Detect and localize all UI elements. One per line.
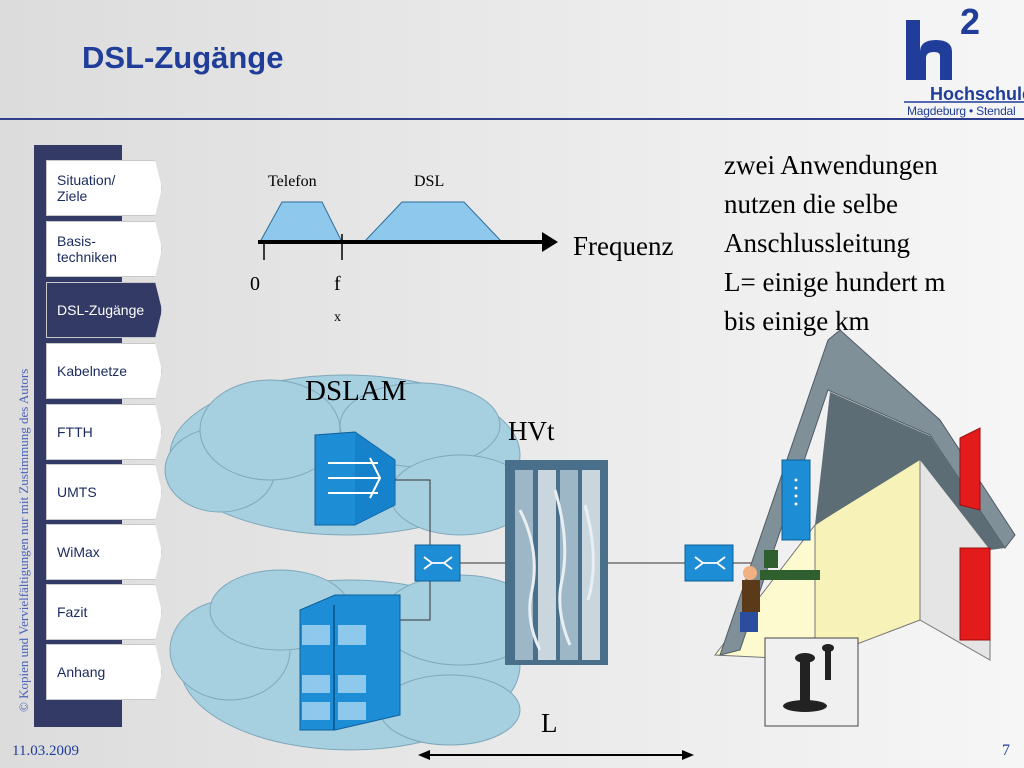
- page-number: 7: [1002, 742, 1010, 759]
- house: [714, 329, 1016, 661]
- sidebar-item-label: Kabelnetze: [57, 362, 128, 379]
- sidebar-item-anhang[interactable]: Anhang: [46, 644, 162, 700]
- copyright-notice: © Kopien und Vervielfältigungen nur mit …: [16, 368, 31, 712]
- dslam-label: DSLAM: [305, 375, 407, 407]
- axis-label-frequenz: Frequenz: [573, 231, 673, 261]
- sidebar-item-label: Anhang: [57, 663, 106, 680]
- tick-label-f: f: [334, 273, 341, 295]
- sidebar-item-label: WiMax: [57, 543, 100, 560]
- customer-switch-icon: [684, 544, 734, 582]
- info-line: bis einige km: [724, 306, 870, 336]
- server-uplink: [395, 563, 431, 621]
- band-label-dsl: DSL: [414, 173, 444, 190]
- frequency-diagram: Telefon DSL Frequenz 0 f x: [250, 173, 673, 325]
- dsl-band: [362, 201, 504, 243]
- switch-icon: [414, 544, 461, 582]
- tick-label-f-subscript: x: [334, 310, 341, 325]
- telefon-band: [259, 201, 343, 243]
- logo-superscript: 2: [960, 1, 980, 42]
- sidebar-item-label: DSL-Zugänge: [57, 301, 145, 318]
- sidebar-item-kabelnetze[interactable]: Kabelnetze: [46, 343, 162, 399]
- info-line: Anschlussleitung: [724, 228, 910, 258]
- logo-h-stem: [906, 20, 920, 80]
- sidebar-item-umts[interactable]: UMTS: [46, 464, 162, 520]
- dslam-uplink: [395, 479, 431, 563]
- axis-arrowhead: [542, 232, 558, 252]
- info-text: zwei Anwendungen nutzen die selbe Anschl…: [724, 146, 1024, 341]
- server-rack: [299, 594, 401, 731]
- h2-logo: 2: [904, 1, 1024, 103]
- line-length-arrow: [418, 750, 694, 760]
- info-line: nutzen die selbe: [724, 189, 898, 219]
- page-title: DSL-Zugänge: [82, 40, 284, 75]
- sidebar-item-basistechniken[interactable]: Basis-techniken: [46, 221, 162, 277]
- logo-label-hochschule: Hochschule: [930, 84, 1024, 104]
- sidebar-item-label: UMTS: [57, 483, 97, 500]
- sidebar-item-situation-ziele[interactable]: Situation/ Ziele: [46, 160, 162, 216]
- sidebar-item-fazit[interactable]: Fazit: [46, 584, 162, 640]
- hvt-label: HVt: [508, 416, 555, 446]
- info-line: zwei Anwendungen: [724, 150, 938, 180]
- logo-label-city: Magdeburg • Stendal: [907, 104, 1016, 118]
- sidebar-item-label: Situation/ Ziele: [57, 171, 116, 204]
- sidebar-item-label: Basis-techniken: [57, 232, 117, 265]
- hvt-distribution-frame: [505, 460, 608, 665]
- sidebar-item-wimax[interactable]: WiMax: [46, 524, 162, 580]
- title-divider: [0, 118, 1024, 120]
- logo-h-arch: [920, 40, 952, 80]
- dslam-device: [314, 431, 396, 526]
- network-illustration: DSLAM HVt L: [164, 329, 1016, 760]
- tick-label-zero: 0: [250, 273, 260, 295]
- sidebar-item-label: Fazit: [57, 603, 88, 620]
- band-label-telefon: Telefon: [268, 173, 317, 190]
- telephone-photo: [764, 637, 859, 727]
- line-length-label: L: [541, 708, 558, 738]
- sidebar-item-label: FTTH: [57, 423, 93, 440]
- info-line: L= einige hundert m: [724, 267, 946, 297]
- footer-date: 11.03.2009: [12, 743, 79, 759]
- sidebar-item-ftth[interactable]: FTTH: [46, 404, 162, 460]
- sidebar-item-dsl-zugaenge[interactable]: DSL-Zugänge: [46, 282, 162, 338]
